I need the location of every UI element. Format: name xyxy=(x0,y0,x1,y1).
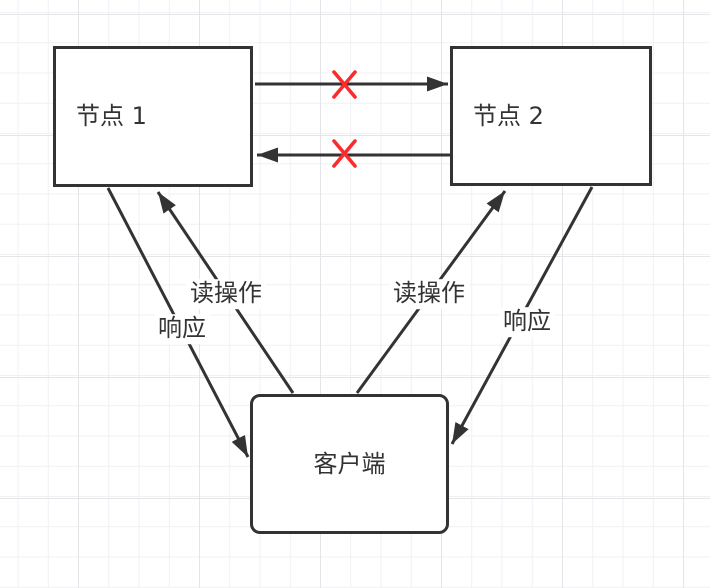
client-box: 客户端 xyxy=(250,394,449,534)
x-mark-icon xyxy=(332,139,357,168)
edge-label-response-left: 响应 xyxy=(154,314,210,344)
node-1-label: 节点 1 xyxy=(76,102,147,131)
edge-label-read-left: 读操作 xyxy=(186,279,266,309)
node-1-box: 节点 1 xyxy=(53,46,253,187)
edge-label-response-right: 响应 xyxy=(499,307,555,337)
x-mark-icon xyxy=(332,70,357,99)
client-label: 客户端 xyxy=(313,449,386,478)
edge-label-read-right: 读操作 xyxy=(389,279,469,309)
node-2-box: 节点 2 xyxy=(450,46,652,186)
node-2-label: 节点 2 xyxy=(473,101,544,130)
